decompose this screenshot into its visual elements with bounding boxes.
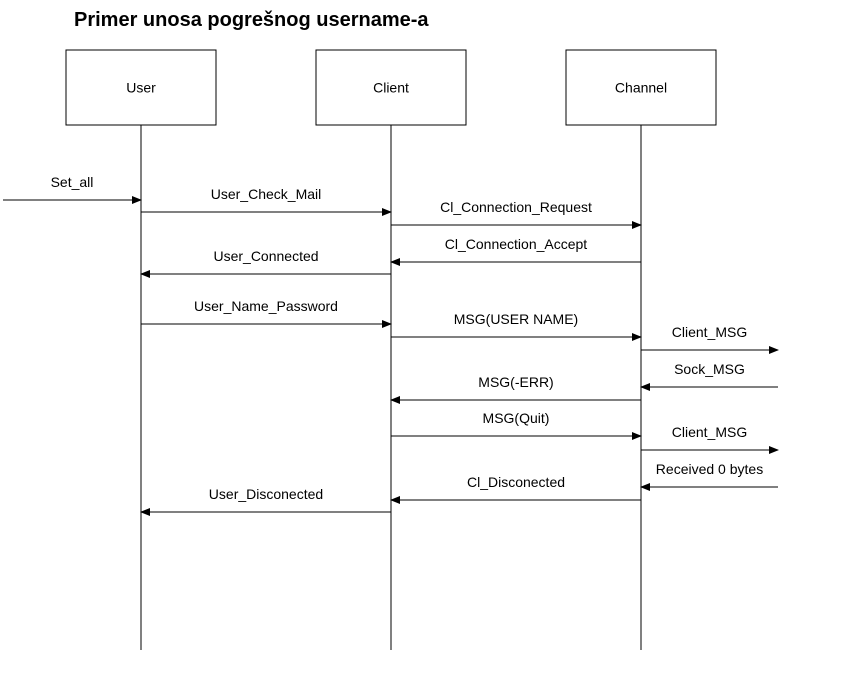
message-label: User_Check_Mail xyxy=(211,186,321,202)
message-label: Sock_MSG xyxy=(674,361,745,377)
message: Cl_Connection_Accept xyxy=(390,236,641,266)
message-label: User_Name_Password xyxy=(194,298,338,314)
message: Client_MSG xyxy=(641,424,779,454)
actor-client: Client xyxy=(315,49,467,650)
message-label: Set_all xyxy=(51,174,94,190)
message-label: Cl_Connection_Request xyxy=(440,199,592,215)
message: Client_MSG xyxy=(641,324,779,354)
actor-box-channel xyxy=(565,49,717,126)
message-label: MSG(Quit) xyxy=(483,410,550,426)
message: Set_all xyxy=(3,174,142,204)
actor-box-user xyxy=(65,49,217,126)
diagram-title: Primer unosa pogrešnog username-a xyxy=(74,9,429,31)
message-group: Set_allUser_Check_MailCl_Connection_Requ… xyxy=(3,174,779,516)
actor-box-client xyxy=(315,49,467,126)
message: User_Disconected xyxy=(140,486,391,516)
message: MSG(Quit) xyxy=(391,410,642,440)
message: Received 0 bytes xyxy=(640,461,778,491)
message: MSG(USER NAME) xyxy=(391,311,642,341)
message: Cl_Disconected xyxy=(390,474,641,504)
actor-label-channel: Channel xyxy=(615,80,667,96)
actor-user: User xyxy=(65,49,217,650)
message-label: Client_MSG xyxy=(672,424,747,440)
message-label: User_Connected xyxy=(213,248,318,264)
message-label: User_Disconected xyxy=(209,486,323,502)
message: Cl_Connection_Request xyxy=(391,199,642,229)
message-label: Cl_Connection_Accept xyxy=(445,236,588,252)
message: User_Connected xyxy=(140,248,391,278)
message-label: Received 0 bytes xyxy=(656,461,763,477)
message: User_Name_Password xyxy=(141,298,392,328)
message: Sock_MSG xyxy=(640,361,778,391)
message-label: Client_MSG xyxy=(672,324,747,340)
message-label: MSG(USER NAME) xyxy=(454,311,578,327)
message: MSG(-ERR) xyxy=(390,374,641,404)
actor-label-user: User xyxy=(126,80,156,96)
message: User_Check_Mail xyxy=(141,186,392,216)
actor-label-client: Client xyxy=(373,80,409,96)
message-label: MSG(-ERR) xyxy=(478,374,553,390)
actor-group: User Client Channel xyxy=(65,49,717,650)
message-label: Cl_Disconected xyxy=(467,474,565,490)
